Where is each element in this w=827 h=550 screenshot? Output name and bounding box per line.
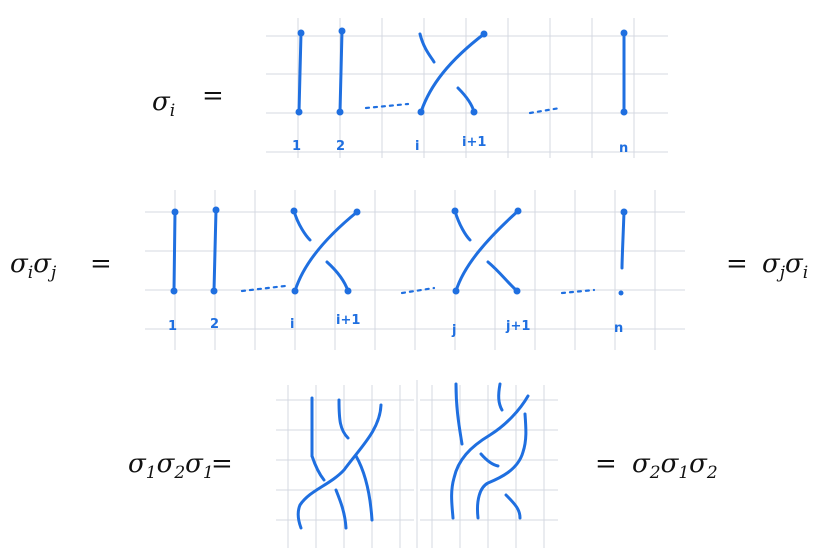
equation-sigma-i: σi = — [152, 81, 224, 121]
braid-sigma2-sigma1-sigma2 — [450, 382, 530, 520]
eq2-rhs: σjσi — [762, 249, 808, 283]
strand-labels-2: 1 2 i i+1 j j+1 n — [168, 313, 623, 338]
braid-sigma-i — [295, 27, 628, 116]
label-i-plus-1: i+1 — [336, 313, 360, 328]
equation-braid-relation: σ1σ2σ1 = = σ2σ1σ2 — [128, 449, 718, 483]
label-j-plus-1: j+1 — [505, 319, 530, 334]
label-1: 1 — [292, 139, 301, 154]
label-2: 2 — [210, 317, 219, 332]
eq3-equals-left: = — [211, 449, 233, 479]
eq1-lhs: σi — [152, 87, 175, 121]
label-1: 1 — [168, 319, 177, 334]
braid-sigma-i-sigma-j — [170, 206, 628, 296]
label-i: i — [290, 317, 294, 332]
label-n: n — [614, 321, 623, 336]
braid-sigma1-sigma2-sigma1 — [296, 396, 383, 530]
eq2-equals-left: = — [90, 249, 112, 279]
eq2-equals-right: = — [726, 249, 748, 279]
eq3-rhs: σ2σ1σ2 — [632, 449, 718, 483]
label-i-plus-1: i+1 — [462, 135, 486, 150]
label-n: n — [619, 141, 628, 156]
eq3-equals-right: = — [595, 449, 617, 479]
grid-2 — [145, 190, 685, 350]
strand-labels-1: 1 2 i i+1 n — [292, 135, 628, 156]
label-2: 2 — [336, 139, 345, 154]
equation-commutation: σiσj = = σjσi — [10, 249, 808, 283]
label-j: j — [451, 323, 456, 338]
label-i: i — [415, 139, 419, 154]
eq2-lhs: σiσj — [10, 249, 57, 283]
eq1-equals: = — [202, 81, 224, 111]
grid-1 — [266, 18, 668, 158]
eq3-lhs: σ1σ2σ1 — [128, 449, 214, 483]
